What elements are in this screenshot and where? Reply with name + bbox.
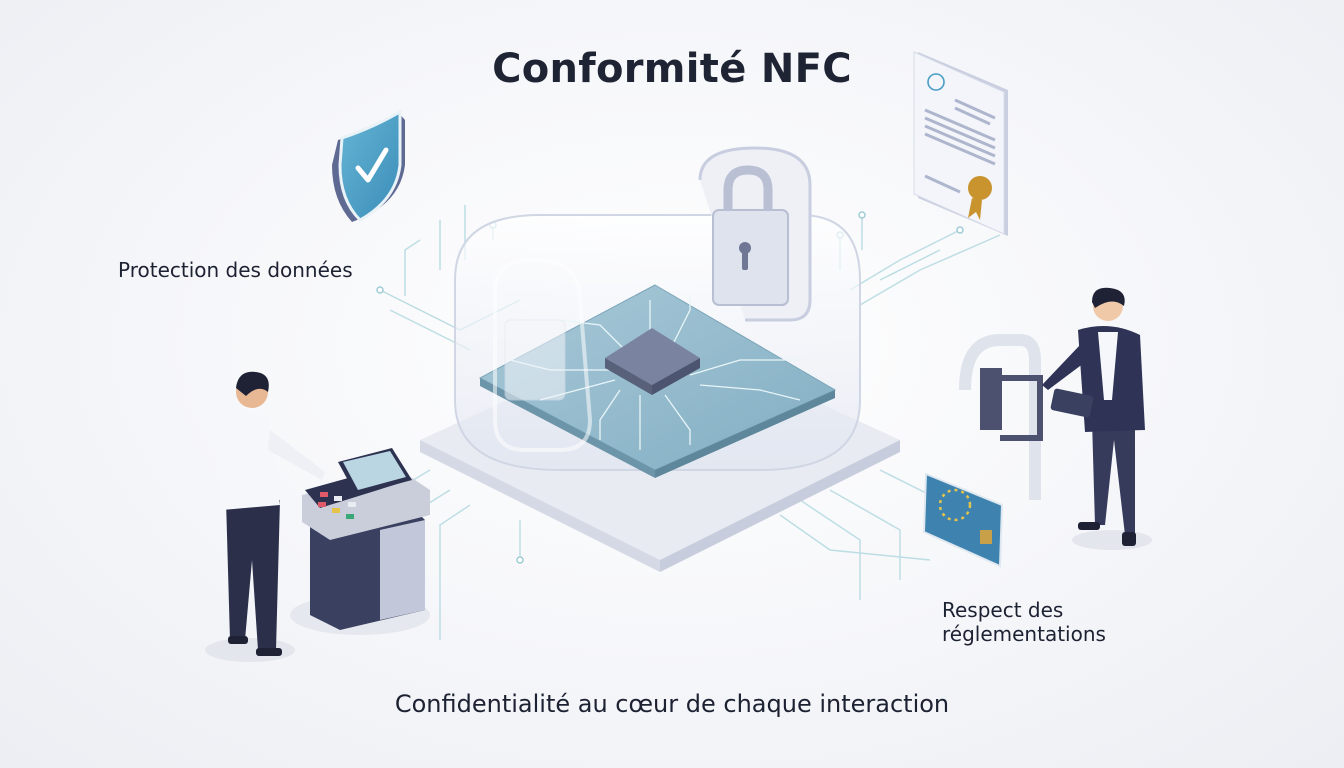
eu-id-card-icon xyxy=(922,472,1004,568)
access-gate-icon xyxy=(959,334,1043,500)
padlock-icon xyxy=(698,146,812,322)
label-regulation-compliance: Respect des réglementations xyxy=(942,598,1106,646)
person-left xyxy=(205,371,325,662)
label-regulation-line2: réglementations xyxy=(942,622,1106,646)
shield-check-icon xyxy=(332,109,405,222)
tagline: Confidentialité au cœur de chaque intera… xyxy=(394,690,950,718)
nfc-chip-icon xyxy=(605,328,700,395)
ghost-padlock-icon xyxy=(493,257,593,452)
payment-terminal-icon xyxy=(290,448,430,635)
page-title: Conformité NFC xyxy=(492,46,852,92)
circuit-board xyxy=(478,284,837,478)
person-right xyxy=(1042,287,1152,550)
label-data-protection: Protection des données xyxy=(118,258,353,282)
certificate-icon xyxy=(913,51,1008,236)
label-regulation-line1: Respect des xyxy=(942,598,1064,622)
